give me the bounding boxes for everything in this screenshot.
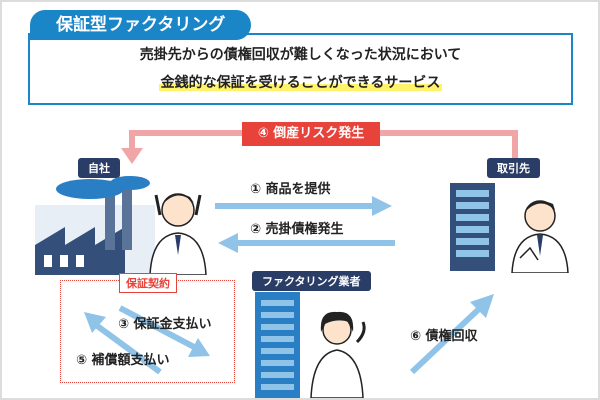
fee-arrow [118, 305, 198, 351]
worried-person-icon [149, 193, 207, 275]
factor-illustration [255, 292, 366, 398]
factor-person-icon [310, 311, 366, 398]
compensation-label: ⑤ 補償額支払い [76, 353, 170, 368]
factory-chimney-2 [122, 185, 132, 250]
factor-building [255, 292, 300, 398]
self-label: 自社 [78, 158, 120, 178]
receivable-label: ② 売掛債権発生 [250, 222, 344, 237]
claim-label: ⑥ 債権回収 [410, 329, 478, 344]
page-title: 保証型ファクタリング [30, 10, 252, 40]
fee-arrow-head [188, 338, 210, 357]
receivable-arrow-head [218, 233, 238, 253]
compensation-arrow [94, 322, 162, 375]
factory-chimney [105, 195, 115, 250]
fee-label: ③ 保証金支払い [118, 317, 212, 332]
description-line-1: 売掛先からの債権回収が難しくなった状況において [139, 47, 462, 63]
description-line-2: 金銭的な保証を受けることができるサービス [28, 72, 573, 92]
factory-illustration [35, 176, 207, 275]
smoke-cloud [56, 179, 124, 199]
goods-arrow-head [372, 196, 392, 216]
factory-building [35, 227, 125, 275]
contract-label: 保証契約 [119, 273, 177, 293]
smoke-cloud-2 [110, 176, 150, 190]
claim-arrow-head [470, 294, 494, 318]
compensation-arrow-head [84, 312, 106, 333]
description-box [28, 33, 573, 105]
description-highlight: 金銭的な保証を受けることができるサービス [158, 75, 443, 91]
client-label: 取引先 [487, 158, 540, 178]
claim-arrow [409, 305, 483, 375]
risk-label: ④ 倒産リスク発生 [242, 122, 380, 146]
factor-label: ファクタリング業者 [252, 271, 371, 291]
client-building-illustration [450, 183, 569, 273]
client-person-icon [511, 200, 569, 273]
goods-label: ① 商品を提供 [250, 182, 331, 197]
risk-arrow-head [121, 148, 143, 164]
